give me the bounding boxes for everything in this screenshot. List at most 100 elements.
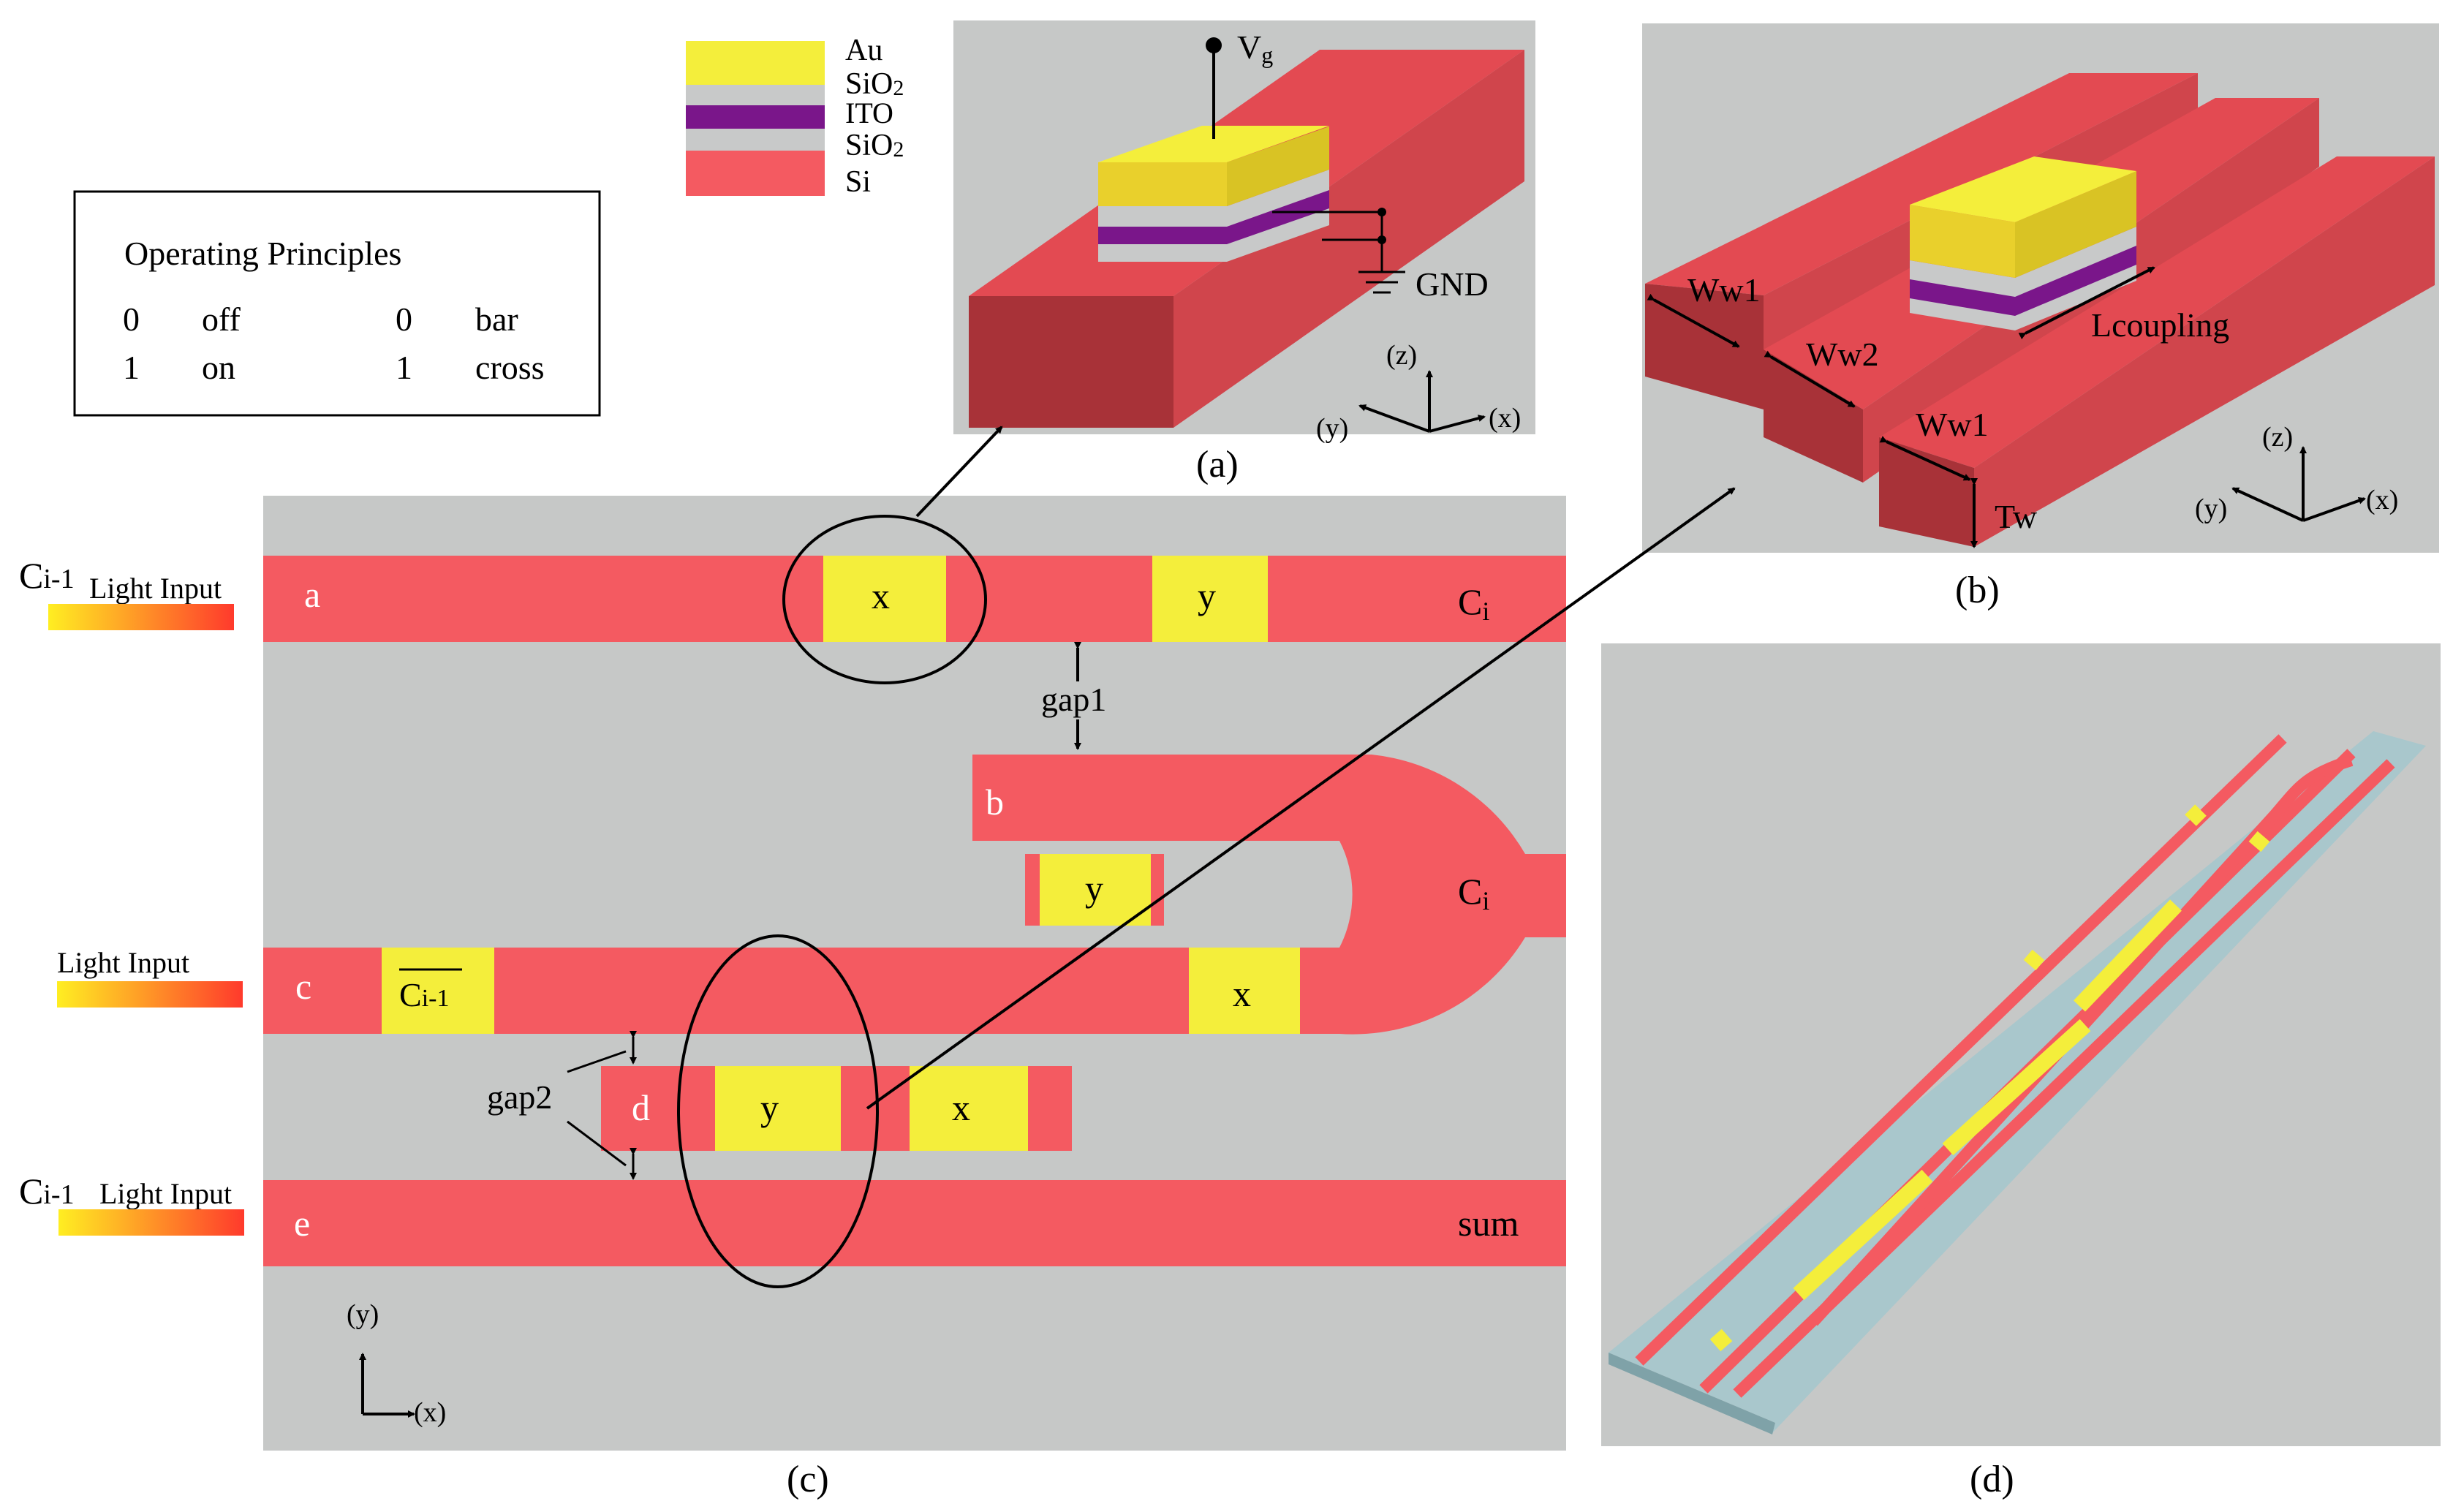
ito-layer [1098,189,1329,244]
waveguide-e-label: e [294,1203,310,1244]
legend-swatch-si [686,151,825,196]
gnd-label: GND [1416,265,1489,303]
light-input-c: Light Input [57,946,243,1008]
principle-row2-b: on [202,349,235,386]
electrode-c-cbar [382,948,494,1034]
panel-a-y-label: (y) [1316,413,1348,444]
ww1-bottom-dimension [1879,436,1971,481]
ww2-dimension [1764,350,1856,408]
panel-b-y-label: (y) [2195,494,2227,524]
electrode-d-y [715,1066,841,1151]
legend-swatch-ito [686,105,825,129]
electrode-d-x [910,1066,1028,1151]
light-input-a: Ci-1 Light Input [19,555,234,630]
panel-c-label: (c) [787,1459,829,1500]
panel-b-label: (b) [1955,570,2000,611]
electrode-a-y-label: y [1198,575,1216,616]
waveguide-a-label: a [304,574,320,615]
panel-b: Ww1 Ww2 Ww1 Tw Lcoupling (z) (y) (x) (b) [1642,23,2439,611]
lcoupling-dimension [2018,266,2155,340]
panel-b-axes: (z) (y) (x) [2195,422,2398,524]
legend-label-sio2-bottom: SiO2 [845,129,904,162]
operating-principles-title: Operating Principles [124,235,401,272]
input-a-text: Light Input [89,572,222,605]
panel-b-x-label: (x) [2366,485,2398,515]
principle-row1-c: 0 [396,300,412,338]
coupler-electrode-stack [1910,156,2136,330]
electrode-d-x-label: x [952,1087,970,1128]
electrode-a-x-label: x [872,575,890,616]
panel-b-z-label: (z) [2262,422,2293,453]
panel-c-y-label: (y) [347,1299,379,1330]
output-b-label: Ci [1458,871,1489,915]
legend-label-au: Au [845,34,882,67]
ww1-bottom-label: Ww1 [1916,406,1989,443]
ww1-top-dimension [1647,293,1740,348]
input-c-text: Light Input [57,946,189,979]
panel-a: Vg GND (z) (y) (x) (a) [953,20,1535,485]
electrode-d-y-label: y [760,1087,779,1128]
operating-principles-box: Operating Principles 0 off 0 bar 1 on 1 … [73,190,601,417]
electrode-b-y [1040,854,1151,926]
ww1-top-label: Ww1 [1687,271,1761,309]
material-legend: Au SiO2 ITO SiO2 Si [686,34,904,199]
electrode-a-x [823,556,946,642]
legend-label-si: Si [845,165,871,199]
panel-d-electrodes [1709,804,2270,1352]
legend-swatch-sio2-bottom [686,129,825,151]
arrow-to-panel-b [866,487,1736,1110]
vg-contact-icon [1206,37,1222,53]
principle-row1-d: bar [475,300,518,338]
input-a-gradient-bar [48,604,234,630]
waveguide-e [263,1180,1566,1266]
light-input-e: Ci-1 Light Input [19,1171,244,1236]
panel-d-label: (d) [1970,1459,2014,1500]
legend-label-sio2-top: SiO2 [845,67,904,101]
ground-icon [1358,271,1405,294]
electrode-c-cbar-label: Ci-1 [399,976,449,1013]
gap2-label: gap2 [487,1078,552,1116]
electrode-c-x [1189,948,1300,1034]
gap1-label: gap1 [1041,681,1106,718]
waveguide-c-label: c [295,966,311,1007]
electrode-a-y [1152,556,1268,642]
arrow-to-panel-a [915,426,1003,518]
legend-label-ito: ITO [845,97,893,129]
tw-label: Tw [1995,498,2038,535]
output-a-label: Ci [1458,581,1489,626]
principle-row1-b: off [202,300,241,338]
electrode-stack [1098,126,1329,262]
electrode-c-x-label: x [1233,973,1251,1014]
waveguide-b-label: b [986,782,1004,823]
output-e-label: sum [1458,1203,1519,1244]
lcoupling-label: Lcoupling [2091,306,2229,344]
panel-a-axes: (z) (y) (x) [1316,340,1521,444]
highlight-ellipse-top [782,515,987,684]
input-e-ci-label: Ci-1 [19,1171,75,1212]
highlight-ellipse-bottom [677,934,879,1288]
input-c-gradient-bar [57,981,243,1008]
input-a-ci-label: Ci-1 [19,555,75,596]
vg-label: Vg [1237,29,1273,68]
input-e-text: Light Input [99,1177,232,1210]
principle-row2-a: 1 [123,349,140,386]
panel-c-x-label: (x) [414,1397,446,1428]
waveguide-b-ubend [972,755,1566,1035]
waveguide-end-face [969,296,1173,428]
panel-a-label: (a) [1196,444,1239,485]
gold-top-face [1098,126,1329,162]
panel-a-x-label: (x) [1489,403,1521,434]
input-e-gradient-bar [58,1209,244,1236]
panel-a-z-label: (z) [1386,340,1417,371]
panel-c-axes: (y) (x) [347,1299,446,1428]
legend-swatch-sio2-top [686,85,825,105]
waveguide-d-label: d [632,1087,650,1128]
principle-row2-c: 1 [396,349,412,386]
panel-d: (d) [1601,643,2441,1500]
legend-swatch-au [686,41,825,85]
panel-c: x y y Ci-1 x y x a b c d e Ci Ci sum gap… [263,496,1566,1500]
principle-row1-a: 0 [123,300,140,338]
electrode-b-y-label: y [1085,868,1103,909]
ww2-label: Ww2 [1806,336,1879,373]
